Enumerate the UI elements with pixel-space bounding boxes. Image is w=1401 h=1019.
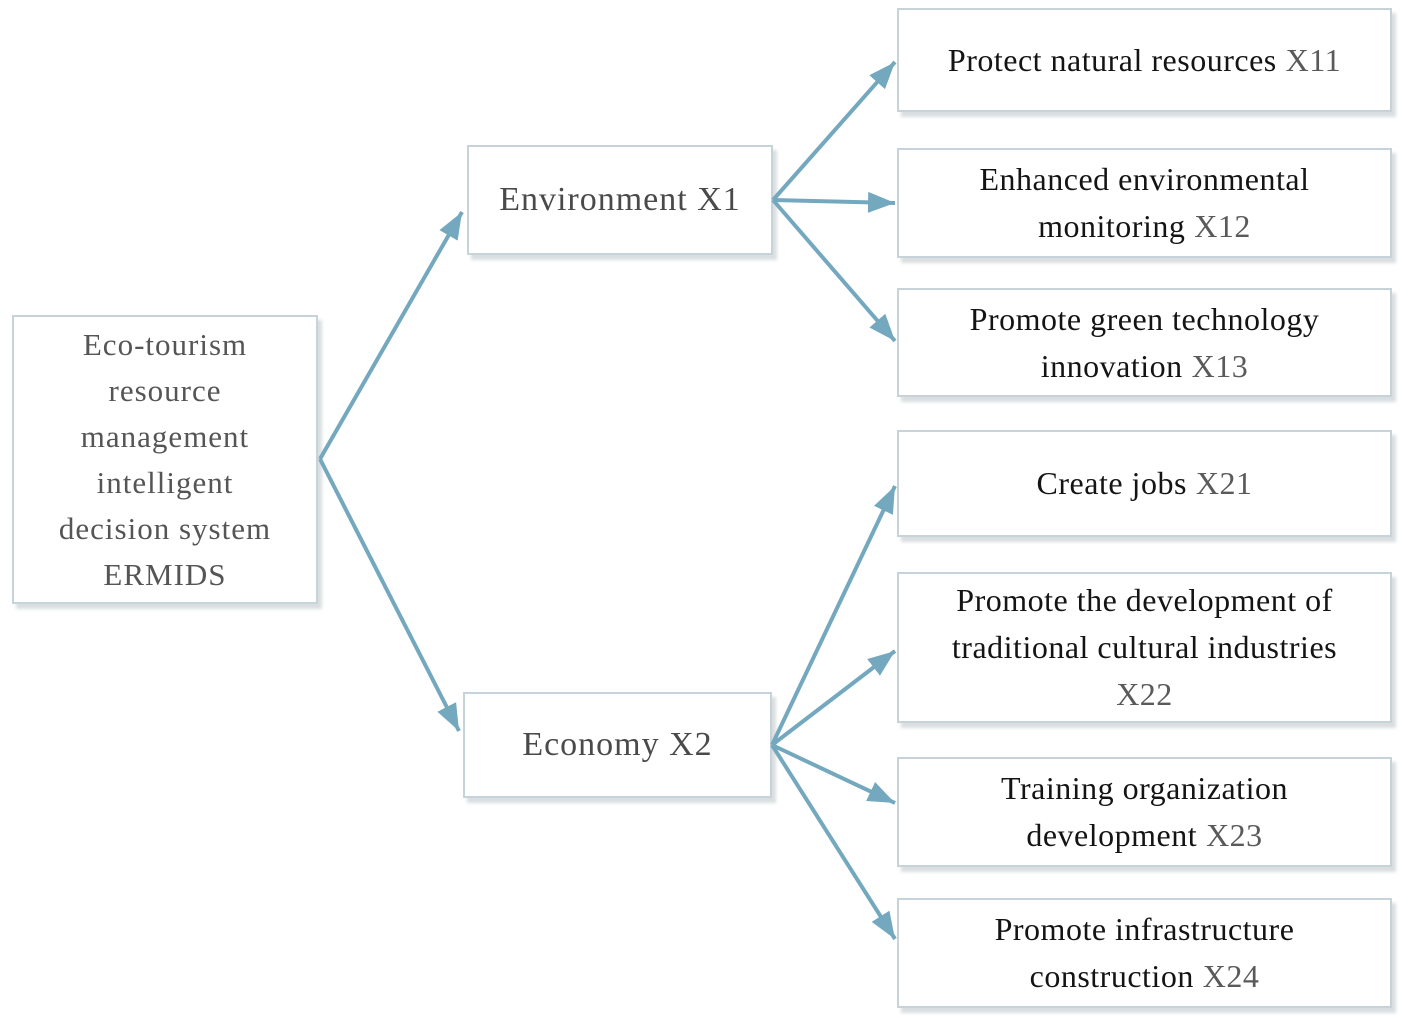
root-node-ermids: Eco-tourism resource management intellig… <box>12 315 318 604</box>
leaf-x22-code: X22 <box>1116 676 1173 712</box>
leaf-x13-code: X13 <box>1191 347 1249 384</box>
leaf-x13-line-1: Promote green technology <box>969 300 1320 337</box>
leaf-x24-code: X24 <box>1202 958 1260 994</box>
arrow-environment-to-x11 <box>771 60 897 202</box>
arrow-root-to-economy <box>318 458 461 732</box>
root-line-3: management <box>80 418 250 454</box>
leaf-x22-line-1: Promote the development of <box>956 582 1333 618</box>
leaf-x11-code: X11 <box>1285 41 1342 78</box>
root-line-1: Eco-tourism <box>82 326 248 362</box>
leaf-x23-label: development <box>1026 817 1198 853</box>
leaf-x11-label: Protect natural resources <box>947 41 1277 78</box>
branch-environment-label: Environment X1 <box>499 181 741 218</box>
arrow-economy-to-x21 <box>770 485 897 746</box>
root-line-6: ERMIDS <box>103 556 227 592</box>
leaf-x21-label: Create jobs <box>1036 465 1187 501</box>
arrow-environment-to-x13 <box>771 198 897 343</box>
leaf-x24-line-1: Promote infrastructure <box>994 911 1295 947</box>
root-line-2: resource <box>108 372 222 408</box>
arrow-economy-to-x24 <box>770 743 897 941</box>
leaf-x24-label: construction <box>1029 958 1194 994</box>
branch-node-environment: Environment X1 <box>467 145 773 255</box>
root-line-5: decision system <box>58 510 272 546</box>
root-line-4: intelligent <box>96 464 234 500</box>
leaf-node-x22: Promote the development of traditional c… <box>897 572 1392 723</box>
leaf-x22-line-2: traditional cultural industries <box>951 629 1338 665</box>
leaf-x21-code: X21 <box>1195 465 1253 501</box>
leaf-x23-line-1: Training organization <box>1001 770 1288 806</box>
leaf-x22-line-3: X22 <box>1116 671 1173 718</box>
leaf-x12-code: X12 <box>1194 208 1251 244</box>
arrow-root-to-environment <box>318 211 464 460</box>
arrow-economy-to-x22 <box>770 649 897 747</box>
leaf-x12-label: monitoring <box>1038 208 1186 244</box>
leaf-x23-code: X23 <box>1206 817 1263 853</box>
arrow-environment-to-x12 <box>772 191 896 213</box>
arrow-economy-to-x23 <box>771 743 896 805</box>
branch-node-economy: Economy X2 <box>463 692 772 798</box>
leaf-x12-line-1: Enhanced environmental <box>979 161 1310 197</box>
leaf-x13-label: innovation <box>1040 347 1183 384</box>
branch-economy-label: Economy X2 <box>522 726 713 763</box>
